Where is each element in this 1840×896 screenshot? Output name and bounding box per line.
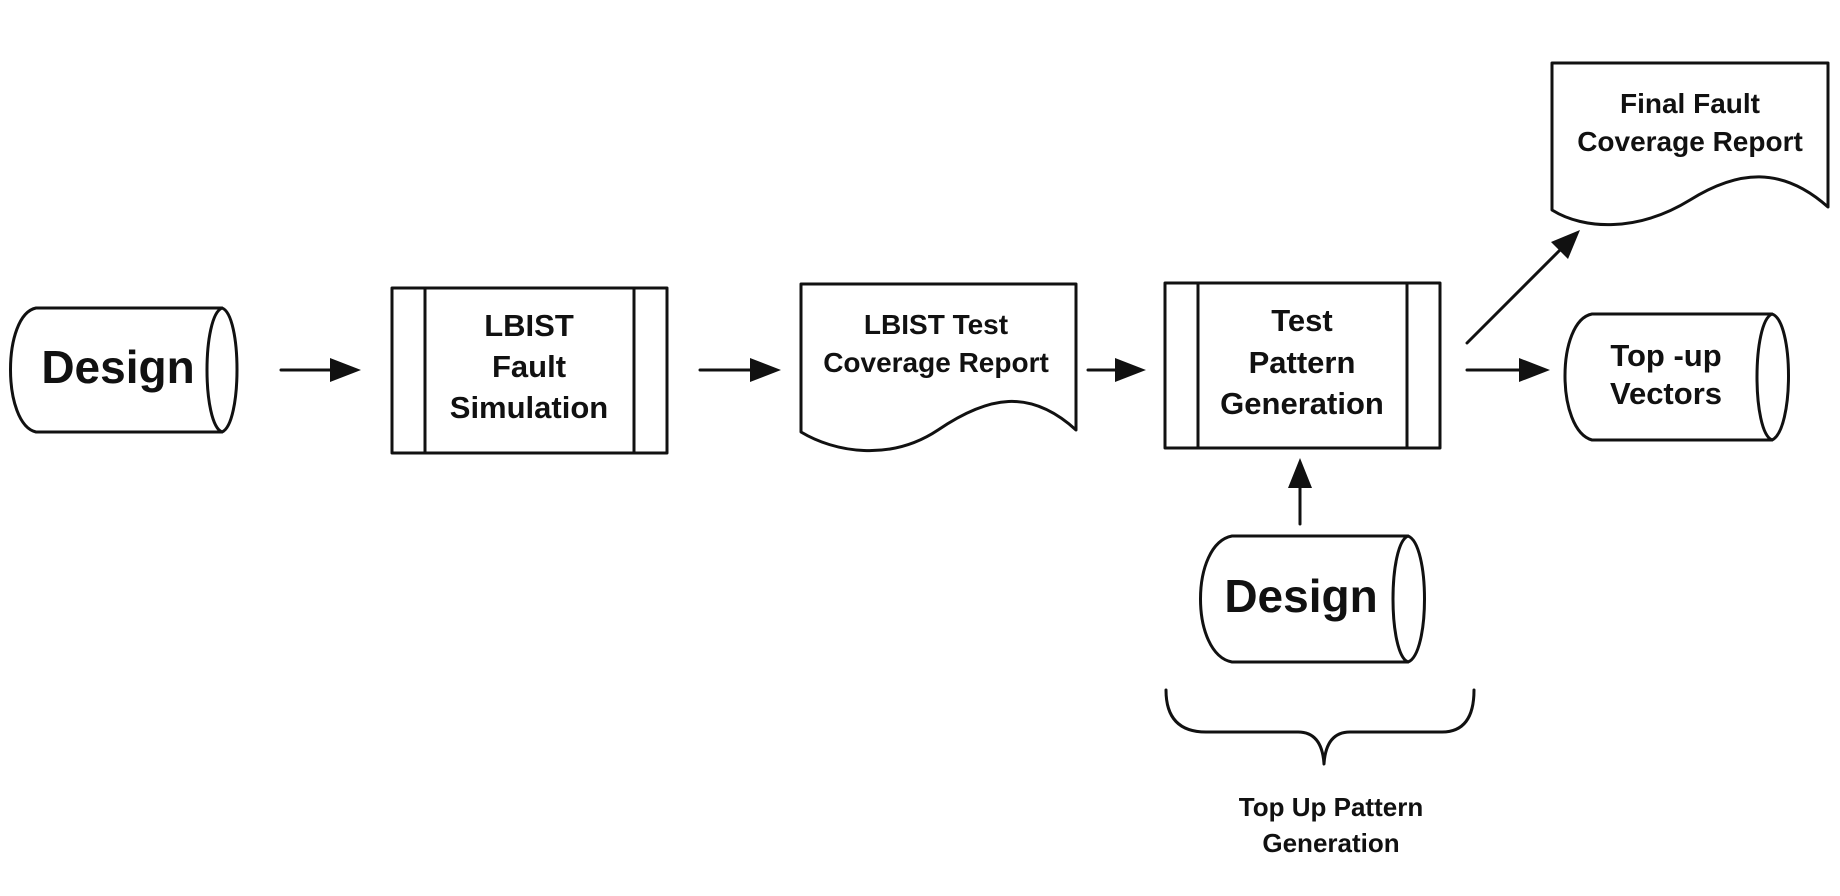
annotation-line-1: Top Up Pattern (1239, 792, 1423, 822)
topup-vectors-node: Top -up Vectors (1563, 312, 1790, 442)
lbist-report-line-2: Coverage Report (823, 347, 1049, 378)
arrow-lower-design-to-pattern-gen (1288, 458, 1312, 526)
final-fault-coverage-report-node: Final Fault Coverage Report (1550, 61, 1830, 227)
lbist-report-line-1: LBIST Test (864, 309, 1008, 340)
arrow-report-to-pattern-gen (1086, 358, 1146, 382)
arrow-design-to-fault-sim (279, 358, 361, 382)
fault-sim-line-1: LBIST (484, 308, 574, 343)
arrow-pattern-gen-to-topup-vectors (1465, 358, 1550, 382)
top-up-group-brace (1164, 688, 1476, 766)
design-input-label: Design (41, 341, 194, 393)
topup-vectors-line-1: Top -up (1610, 338, 1721, 373)
test-pattern-generation-node: Test Pattern Generation (1163, 281, 1442, 450)
final-report-line-1: Final Fault (1620, 88, 1760, 119)
fault-sim-line-3: Simulation (450, 390, 608, 425)
annotation-line-2: Generation (1262, 828, 1399, 858)
fault-sim-line-2: Fault (492, 349, 566, 384)
topup-vectors-line-2: Vectors (1610, 376, 1722, 411)
lbist-fault-simulation-node: LBIST Fault Simulation (390, 286, 669, 455)
design-lower-label: Design (1224, 570, 1377, 622)
lbist-coverage-report-node: LBIST Test Coverage Report (799, 282, 1078, 453)
design-lower-node: Design (1199, 534, 1426, 664)
pattern-gen-line-2: Pattern (1249, 345, 1356, 380)
pattern-gen-line-3: Generation (1220, 386, 1384, 421)
pattern-gen-line-1: Test (1271, 303, 1332, 338)
top-up-pattern-generation-annotation: Top Up Pattern Generation (1239, 792, 1423, 858)
arrow-fault-sim-to-report (698, 358, 781, 382)
design-input-node: Design (9, 306, 239, 434)
arrow-pattern-gen-to-final-report (1465, 230, 1580, 345)
final-report-line-2: Coverage Report (1577, 126, 1803, 157)
